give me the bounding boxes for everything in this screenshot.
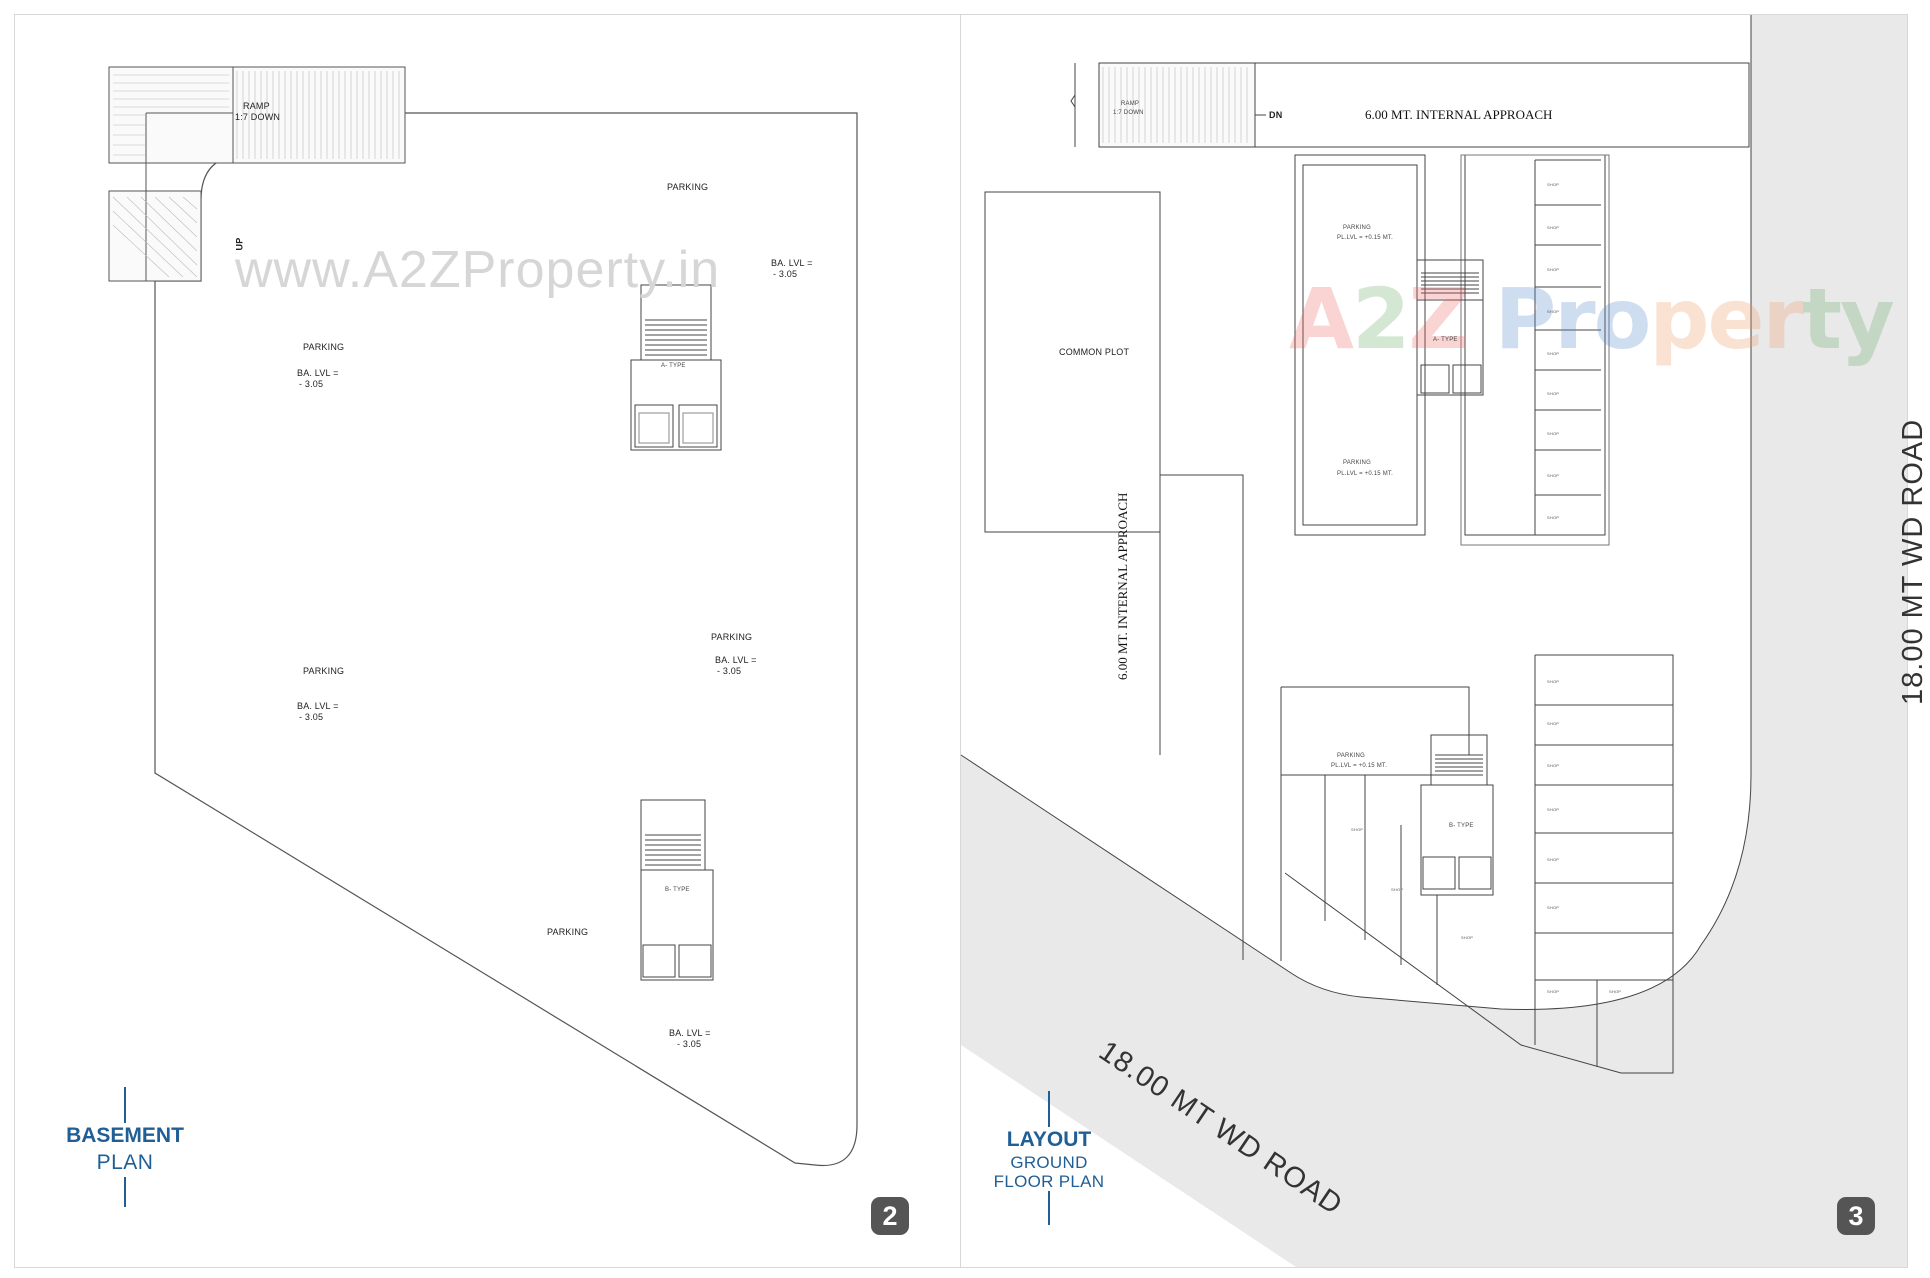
approach-top-label: 6.00 MT. INTERNAL APPROACH (1365, 107, 1553, 122)
shop-label: SHOP (1391, 887, 1404, 892)
layout-plan-sheet: A2Z Property RAMP 1:7 DOWN DN 6.00 MT. I… (960, 14, 1929, 1268)
up-label: UP (234, 237, 245, 251)
ramp-slope-label: 1:7 DOWN (1113, 110, 1144, 116)
common-plot-label: COMMON PLOT (1059, 347, 1130, 357)
shop-label: SHOP (1547, 679, 1560, 684)
core-a (630, 284, 722, 451)
parking-label: PARKING (547, 927, 589, 937)
watermark-url: www.A2ZProperty.in (235, 241, 721, 299)
level-value: - 3.05 (677, 1039, 702, 1049)
level-label: BA. LVL = (715, 655, 757, 665)
level-label: BA. LVL = (669, 1028, 711, 1038)
shop-label: SHOP (1547, 763, 1560, 768)
plan-subtitle: GROUND (1010, 1153, 1088, 1172)
core-a-label: A- TYPE (661, 363, 686, 369)
page-number-badge: 3 (1837, 1197, 1875, 1235)
core-a-label: A- TYPE (1433, 337, 1458, 343)
parking-label: PARKING (711, 632, 753, 642)
road-area (961, 15, 1907, 1267)
shop-label: SHOP (1351, 827, 1364, 832)
approach-side-label: 6.00 MT. INTERNAL APPROACH (1115, 492, 1130, 680)
level-value: - 3.05 (717, 666, 742, 676)
core-b-label: B- TYPE (1449, 823, 1474, 829)
shop-label: SHOP (1547, 721, 1560, 726)
level-label: BA. LVL = (771, 258, 813, 268)
ramp-label: RAMP (243, 101, 270, 111)
layout-plan-drawing (960, 15, 1907, 1267)
level-value: - 3.05 (299, 379, 324, 389)
parking-label: PARKING (1337, 753, 1365, 759)
shop-label: SHOP (1547, 431, 1560, 436)
shop-label: SHOP (1547, 473, 1560, 478)
shop-label: SHOP (1547, 351, 1560, 356)
plan-subtitle-2: FLOOR PLAN (993, 1172, 1105, 1191)
plan-title: LAYOUT (1006, 1128, 1092, 1151)
shop-label: SHOP (1609, 989, 1622, 994)
plan-title-block: LAYOUT GROUND FLOOR PLAN (991, 1091, 1107, 1225)
core-b (640, 799, 714, 981)
shop-label: SHOP (1547, 309, 1560, 314)
basement-plan-drawing (108, 66, 858, 1167)
parking-label: PARKING (667, 182, 709, 192)
parking-label: PARKING (1343, 225, 1371, 231)
shop-label: SHOP (1461, 935, 1474, 940)
shop-label: SHOP (1547, 182, 1560, 187)
shop-label: SHOP (1547, 989, 1560, 994)
plan-title: BASEMENT (66, 1124, 184, 1147)
level-label: BA. LVL = (297, 368, 339, 378)
road-right-label: 18.00 MT WD ROAD (1897, 418, 1929, 705)
shop-label: SHOP (1547, 515, 1560, 520)
page-number-badge: 2 (871, 1197, 909, 1235)
parking-level-label: PL.LVL = +0.15 MT. (1337, 471, 1393, 477)
level-value: - 3.05 (773, 269, 798, 279)
shop-label: SHOP (1547, 267, 1560, 272)
ramp-slope-label: 1:7 DOWN (235, 112, 281, 122)
shop-label: SHOP (1547, 807, 1560, 812)
level-value: - 3.05 (299, 712, 324, 722)
parking-label: PARKING (1343, 460, 1371, 466)
core-b-label: B- TYPE (665, 887, 690, 893)
level-label: BA. LVL = (297, 701, 339, 711)
shop-label: SHOP (1547, 905, 1560, 910)
shop-label: SHOP (1547, 857, 1560, 862)
dn-label: DN (1269, 110, 1283, 120)
plan-subtitle: PLAN (96, 1151, 154, 1174)
common-plot (984, 191, 1161, 533)
shop-label: SHOP (1547, 391, 1560, 396)
parking-level-label: PL.LVL = +0.15 MT. (1331, 763, 1387, 769)
ramp-label: RAMP (1121, 101, 1140, 107)
a2z-property-logo: A2Z Property (1289, 270, 1895, 368)
basement-plan-sheet: www.A2ZProperty.in RAMP 1:7 DOWN UP PARK… (14, 14, 962, 1268)
shop-label: SHOP (1547, 225, 1560, 230)
parking-label: PARKING (303, 666, 345, 676)
parking-label: PARKING (303, 342, 345, 352)
plan-title-block: BASEMENT PLAN (65, 1087, 185, 1207)
parking-level-label: PL.LVL = +0.15 MT. (1337, 235, 1393, 241)
